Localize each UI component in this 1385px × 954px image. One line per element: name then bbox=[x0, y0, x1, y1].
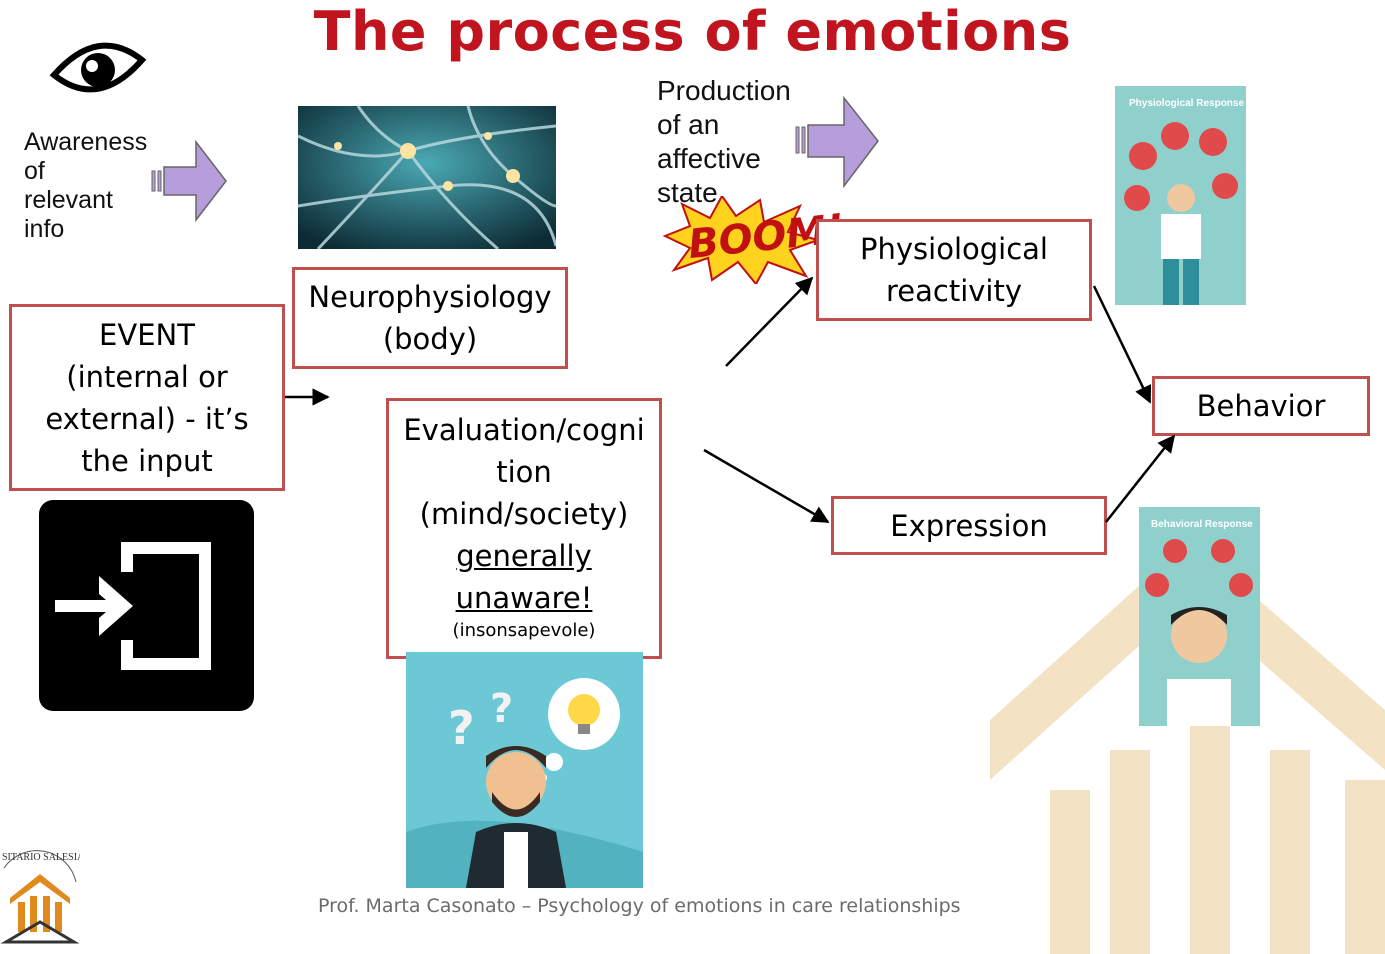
eye-icon bbox=[49, 42, 147, 93]
svg-text:?: ? bbox=[448, 701, 475, 755]
event-line: the input bbox=[81, 443, 213, 478]
neurophysiology-box: Neurophysiology (body) bbox=[292, 267, 568, 369]
awareness-note: Awareness of relevant info bbox=[24, 128, 147, 244]
evaluation-emphasis: generally bbox=[456, 539, 592, 573]
slide-footer: Prof. Marta Casonato – Psychology of emo… bbox=[318, 895, 961, 917]
svg-text:?: ? bbox=[490, 686, 513, 732]
production-line: of an bbox=[657, 109, 720, 140]
arrow-to-physiological bbox=[725, 276, 814, 367]
production-line: Production bbox=[657, 75, 791, 106]
card-label: Physiological Response bbox=[1129, 98, 1245, 109]
production-note: Production of an affective state bbox=[657, 74, 791, 210]
neuro-line: (body) bbox=[382, 322, 478, 356]
physiological-response-card: Physiological Response bbox=[1115, 86, 1246, 305]
awareness-line: of bbox=[24, 157, 45, 185]
arrow-to-expression bbox=[703, 448, 830, 524]
event-box: EVENT (internal or external) - it’s the … bbox=[9, 304, 285, 491]
thinking-person-image: ? ? bbox=[406, 652, 643, 888]
awareness-line: relevant bbox=[24, 186, 113, 214]
evaluation-note: (insonsapevole) bbox=[452, 620, 596, 641]
event-line: (internal or bbox=[66, 359, 228, 394]
awareness-line: Awareness bbox=[24, 128, 148, 156]
physio-line: Physiological bbox=[860, 232, 1048, 266]
university-logo: SITARIO SALESIANO TORINO bbox=[0, 850, 80, 944]
event-line: external) - it’s bbox=[45, 401, 249, 436]
evaluation-line: (mind/society) bbox=[419, 497, 629, 531]
expression-box: Expression bbox=[831, 496, 1107, 555]
physio-line: reactivity bbox=[885, 274, 1023, 308]
card-label: Behavioral Response bbox=[1151, 519, 1253, 530]
svg-text:SITARIO SALESIANO TORINO: SITARIO SALESIANO TORINO bbox=[2, 852, 80, 863]
person-illustration bbox=[1124, 122, 1238, 305]
behavioral-response-card: Behavioral Response bbox=[1139, 507, 1260, 726]
event-line: EVENT bbox=[99, 317, 195, 352]
slide-title: The process of emotions bbox=[313, 0, 1072, 63]
evaluation-line: tion bbox=[496, 455, 552, 489]
evaluation-box: Evaluation/cogni tion (mind/society) gen… bbox=[386, 398, 662, 659]
arrow-expression-to-behavior bbox=[1105, 434, 1176, 523]
evaluation-emphasis: unaware! bbox=[455, 581, 593, 615]
arrow-right-icon bbox=[795, 96, 879, 188]
neuro-line: Neurophysiology bbox=[308, 280, 552, 314]
production-line: state bbox=[657, 177, 718, 208]
background-watermark bbox=[990, 540, 1385, 954]
neuron-image bbox=[298, 106, 556, 249]
behavior-box: Behavior bbox=[1152, 376, 1370, 436]
arrow-physio-to-behavior bbox=[1092, 285, 1152, 404]
arrow-right-icon bbox=[151, 140, 227, 222]
person-illustration bbox=[1145, 539, 1253, 726]
physiological-reactivity-box: Physiological reactivity bbox=[816, 219, 1092, 321]
awareness-line: info bbox=[24, 215, 65, 243]
production-line: affective bbox=[657, 143, 761, 174]
enter-icon bbox=[39, 500, 254, 711]
evaluation-line: Evaluation/cogni bbox=[403, 413, 645, 447]
expression-label: Expression bbox=[890, 508, 1048, 543]
behavior-label: Behavior bbox=[1196, 389, 1326, 423]
